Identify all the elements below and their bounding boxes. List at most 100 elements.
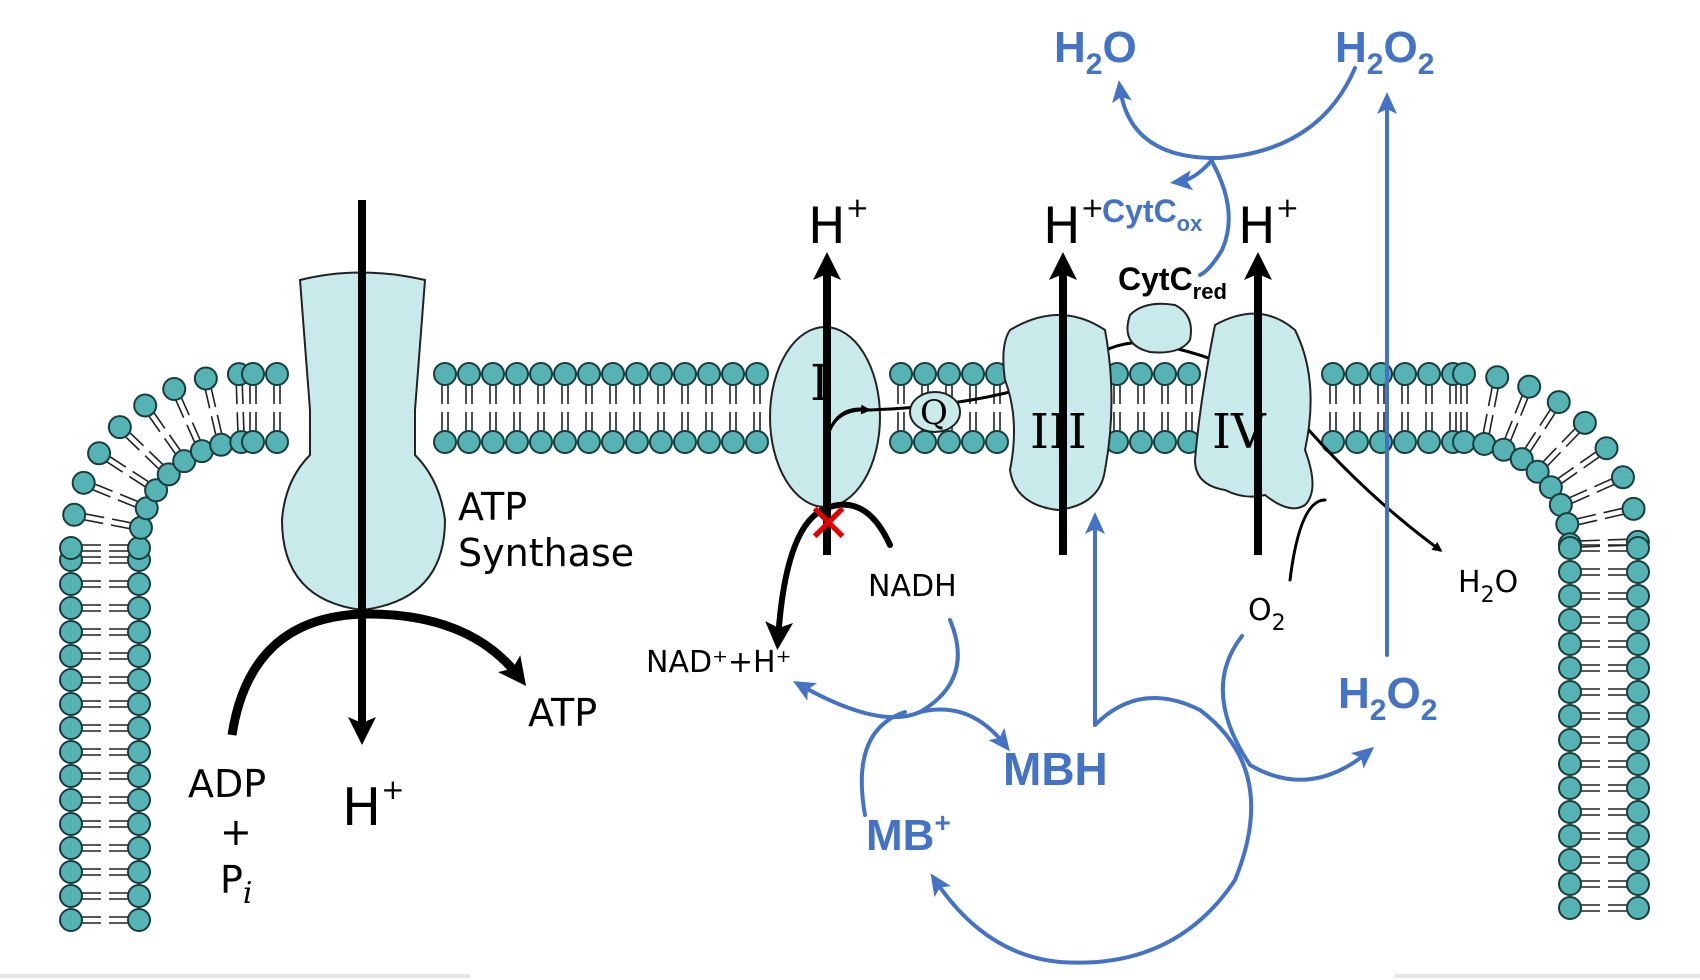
lipid-head bbox=[1558, 872, 1582, 896]
cytochrome-c bbox=[1126, 302, 1192, 354]
lipid-head bbox=[1153, 430, 1177, 454]
lipid-head bbox=[265, 362, 289, 386]
lipid-head bbox=[961, 362, 985, 386]
quinone bbox=[909, 391, 961, 433]
lipid-head bbox=[127, 716, 151, 740]
phosphate-label: Pi bbox=[220, 858, 253, 911]
lipid-head bbox=[265, 430, 289, 454]
electron-entry-q-arrow bbox=[826, 404, 871, 437]
lipid-head bbox=[1626, 632, 1650, 656]
lipid-head bbox=[913, 362, 937, 386]
lipid-head bbox=[59, 716, 83, 740]
lipid-head bbox=[162, 377, 187, 402]
lipid-head bbox=[209, 432, 234, 457]
lipid-head bbox=[87, 441, 112, 466]
complex-i: I H+ bbox=[769, 191, 881, 555]
lipid-head bbox=[961, 430, 985, 454]
plus-label: + bbox=[220, 810, 252, 854]
lipid-head bbox=[481, 362, 505, 386]
lipid-head bbox=[1558, 800, 1582, 824]
to-mbh-arrow bbox=[918, 707, 1010, 752]
lipid-head bbox=[127, 740, 151, 764]
lipid-head bbox=[127, 572, 151, 596]
cytc-ox-label: CytCox bbox=[1102, 193, 1203, 236]
lipid-head bbox=[241, 430, 265, 454]
mb-plus-reduction-line bbox=[859, 710, 907, 817]
lipid-head bbox=[1558, 848, 1582, 872]
lipid-head bbox=[937, 362, 961, 386]
lipid-head bbox=[1626, 776, 1650, 800]
lipid-head bbox=[913, 430, 937, 454]
lipid-head bbox=[721, 430, 745, 454]
lipid-head bbox=[1321, 362, 1345, 386]
lipid-head bbox=[1558, 704, 1582, 728]
lipid-head bbox=[127, 788, 151, 812]
lipid-head bbox=[1626, 704, 1650, 728]
adp-label: ADP bbox=[188, 762, 266, 806]
lipid-head bbox=[1626, 608, 1650, 632]
lipid-head bbox=[1558, 752, 1582, 776]
h2o2-top-label: H2O2 bbox=[1335, 23, 1434, 81]
h-plus-complex-iii: H+ bbox=[1043, 191, 1104, 255]
complex-iv: IV H+ bbox=[1193, 191, 1314, 555]
lipid-head bbox=[1558, 656, 1582, 680]
lipid-head bbox=[673, 362, 697, 386]
to-nad-plus-arrow bbox=[793, 681, 922, 720]
quinone-label: Q bbox=[920, 393, 948, 433]
lipid-head bbox=[59, 536, 83, 560]
lipid-head bbox=[59, 644, 83, 668]
atp-synthesis-arrow bbox=[227, 609, 527, 736]
lipid-head bbox=[127, 644, 151, 668]
o2-label: O2 bbox=[1248, 593, 1286, 636]
lipid-head bbox=[1417, 430, 1441, 454]
mb-plus-label: MB+ bbox=[866, 807, 951, 860]
lipid-head bbox=[62, 502, 87, 527]
lipid-head bbox=[505, 430, 529, 454]
lipid-head bbox=[577, 362, 601, 386]
lipid-head bbox=[1594, 436, 1619, 461]
lipid-head bbox=[127, 860, 151, 884]
lipid-head bbox=[745, 430, 769, 454]
lipid-head bbox=[1393, 362, 1417, 386]
inner-mitochondrial-membrane bbox=[59, 362, 1650, 932]
lipid-head bbox=[577, 430, 601, 454]
lipid-head bbox=[1452, 362, 1476, 386]
atp-synthase-label-1: ATP bbox=[458, 485, 527, 529]
lipid-head bbox=[1509, 447, 1534, 472]
lipid-head bbox=[721, 362, 745, 386]
lipid-head bbox=[1345, 430, 1369, 454]
lipid-head bbox=[59, 788, 83, 812]
lipid-head bbox=[127, 692, 151, 716]
lipid-head bbox=[937, 430, 961, 454]
nadh-label: NADH bbox=[868, 569, 957, 604]
oxygen-input-line bbox=[1288, 498, 1327, 582]
cytc-loop-line bbox=[1198, 156, 1231, 277]
lipid-head bbox=[1452, 430, 1476, 454]
complex-iii: III H+ bbox=[1002, 191, 1113, 555]
lipid-head bbox=[1626, 800, 1650, 824]
lipid-head bbox=[625, 362, 649, 386]
lipid-head bbox=[601, 430, 625, 454]
lipid-head bbox=[529, 430, 553, 454]
lipid-head bbox=[1321, 430, 1345, 454]
lipid-head bbox=[59, 812, 83, 836]
lipid-head bbox=[59, 884, 83, 908]
lipid-head bbox=[1555, 512, 1580, 537]
lipid-head bbox=[1393, 430, 1417, 454]
lipid-head bbox=[59, 572, 83, 596]
lipid-head bbox=[127, 884, 151, 908]
lipid-head bbox=[59, 860, 83, 884]
lipid-head bbox=[1558, 680, 1582, 704]
h-plus-matrix-label: H+ bbox=[342, 773, 405, 838]
lipid-head bbox=[127, 536, 151, 560]
lipid-head bbox=[673, 430, 697, 454]
lipid-head bbox=[457, 362, 481, 386]
lipid-head bbox=[172, 449, 197, 474]
complex-i-block-mark: ✕ bbox=[806, 492, 851, 555]
h2o-top-label: H2O bbox=[1054, 23, 1137, 81]
lipid-head bbox=[1558, 728, 1582, 752]
lipid-head bbox=[193, 366, 218, 391]
lipid-head bbox=[529, 362, 553, 386]
lipid-head bbox=[1626, 848, 1650, 872]
